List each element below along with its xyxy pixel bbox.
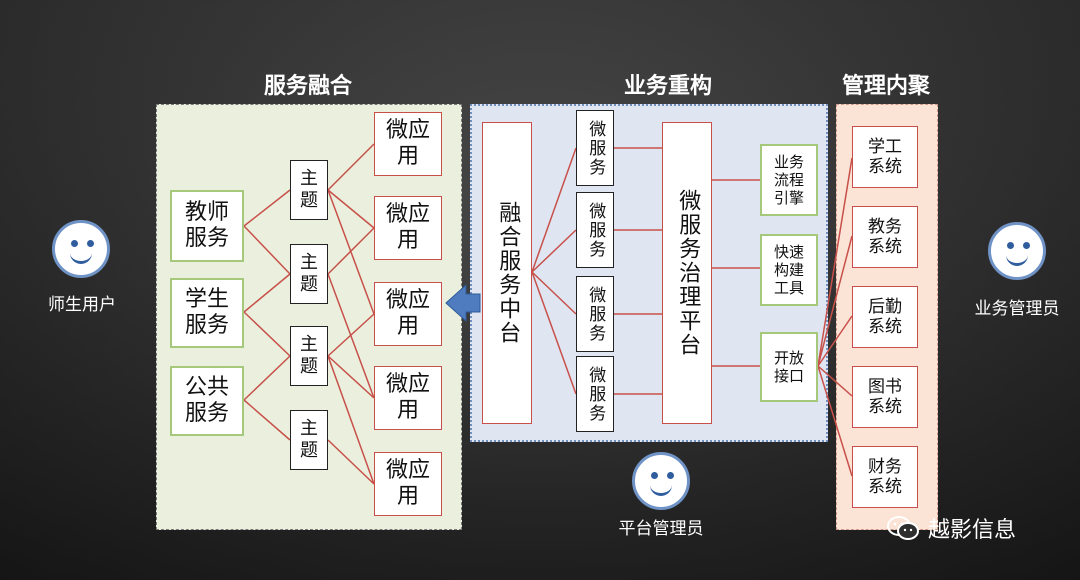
role-platform-admin: 平台管理员 [618,519,704,539]
micro-app-label: 微应用 [385,457,430,509]
role-teacher-student-users: 师生用户 [48,295,116,315]
microservice-governance-platform-label: 微服务治理平台 [675,189,701,357]
topic-label: 主题 [300,252,318,295]
student-service-box: 学生服务 [170,278,244,348]
micro-app-box: 微应用 [374,282,442,346]
academic-affairs-system-box: 教务系统 [852,206,918,268]
public-service-box: 公共服务 [170,366,244,436]
system-label: 教务系统 [868,216,902,257]
role-business-admin: 业务管理员 [974,299,1060,319]
topic-box: 主题 [290,160,328,220]
workflow-engine-box: 业务流程引擎 [760,144,818,216]
micro-app-label: 微应用 [385,117,430,169]
student-service-label: 学生服务 [184,286,229,338]
micro-service-label: 微服务 [585,119,606,177]
logistics-system-box: 后勤系统 [852,286,918,348]
microservice-governance-platform-box: 微服务治理平台 [662,122,712,424]
smiley-face-icon [988,222,1046,280]
micro-service-label: 微服务 [585,285,606,343]
open-interface-box: 开放接口 [760,332,818,402]
micro-service-box: 微服务 [576,192,614,268]
fusion-service-platform-label: 融合服务中台 [495,201,521,345]
system-label: 财务系统 [868,456,902,497]
topic-label: 主题 [300,168,318,211]
micro-service-label: 微服务 [585,201,606,259]
micro-service-box: 微服务 [576,356,614,432]
student-affairs-system-box: 学工系统 [852,126,918,188]
brand-name: 越影信息 [928,518,1017,543]
system-label: 图书系统 [868,376,902,417]
public-service-label: 公共服务 [184,374,229,426]
teacher-service-label: 教师服务 [184,199,229,251]
micro-app-box: 微应用 [374,366,442,430]
micro-app-label: 微应用 [385,371,430,423]
system-label: 后勤系统 [868,296,902,337]
heading-management-cohesion: 管理内聚 [841,74,930,99]
micro-app-box: 微应用 [374,112,442,176]
topic-box: 主题 [290,326,328,386]
heading-business-restructure: 业务重构 [623,74,712,99]
system-label: 学工系统 [868,136,902,177]
micro-app-label: 微应用 [385,201,430,253]
open-interface-label: 开放接口 [773,349,804,385]
topic-label: 主题 [300,334,318,377]
micro-app-box: 微应用 [374,452,442,516]
smiley-face-icon [52,220,110,278]
micro-service-box: 微服务 [576,110,614,186]
topic-label: 主题 [300,418,318,461]
rapid-build-tool-box: 快速构建工具 [760,234,818,306]
rapid-build-tool-label: 快速构建工具 [773,243,804,297]
teacher-service-box: 教师服务 [170,190,244,262]
workflow-engine-label: 业务流程引擎 [773,153,804,207]
topic-box: 主题 [290,410,328,470]
fusion-service-platform-box: 融合服务中台 [482,122,532,424]
micro-app-box: 微应用 [374,196,442,260]
finance-system-box: 财务系统 [852,446,918,508]
micro-service-box: 微服务 [576,276,614,352]
micro-service-label: 微服务 [585,365,606,423]
wechat-icon [887,516,919,540]
topic-box: 主题 [290,244,328,304]
heading-service-fusion: 服务融合 [263,74,352,99]
library-system-box: 图书系统 [852,366,918,428]
micro-app-label: 微应用 [385,287,430,339]
arrow-left-icon [445,283,481,323]
smiley-face-icon [632,452,690,510]
brand-watermark: 越影信息 [886,512,1016,544]
